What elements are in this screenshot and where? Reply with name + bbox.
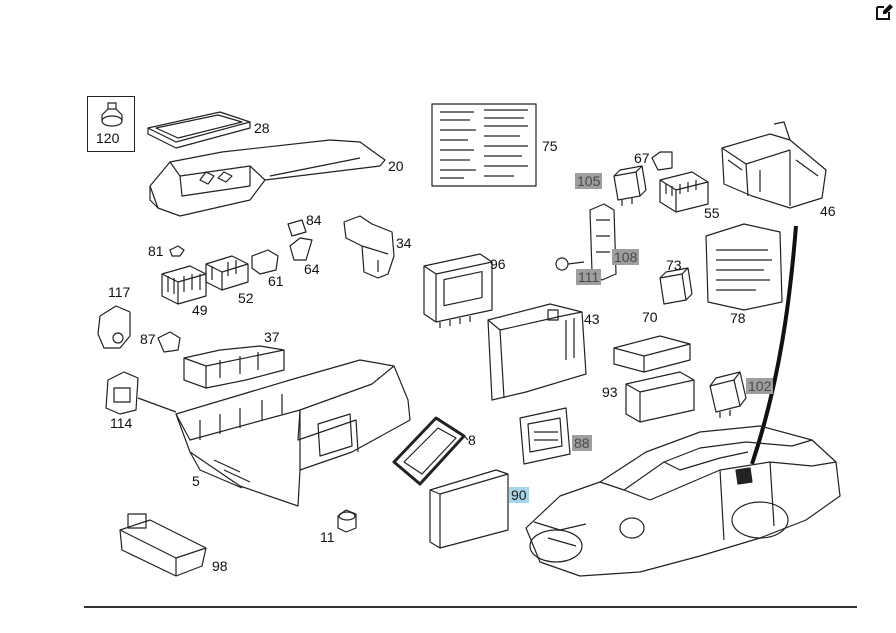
part-8-gasket[interactable] — [392, 416, 469, 486]
connector-46-car — [750, 225, 798, 465]
part-49-fuse-block[interactable] — [161, 265, 207, 305]
part-43-bracket[interactable] — [487, 303, 587, 401]
part-20-upper-box[interactable] — [149, 139, 386, 217]
callout-120: 120 — [96, 130, 120, 146]
part-78-label[interactable] — [705, 223, 783, 311]
part-75-document[interactable] — [431, 103, 537, 187]
part-111-screw[interactable] — [555, 257, 585, 271]
callout-11: 11 — [320, 529, 335, 545]
callout-28: 28 — [254, 120, 270, 136]
part-105-relay[interactable] — [613, 165, 647, 206]
part-96-control-unit[interactable] — [423, 253, 493, 328]
callout-20: 20 — [388, 158, 404, 174]
part-28-lid[interactable] — [147, 111, 251, 149]
part-11-nut[interactable] — [337, 509, 357, 533]
part-64-connector[interactable] — [289, 237, 313, 261]
callout-73: 73 — [666, 257, 682, 273]
callout-55: 55 — [704, 205, 720, 221]
part-52-fuse-block[interactable] — [205, 255, 249, 291]
callout-90[interactable]: 90 — [509, 487, 529, 503]
part-55-block[interactable] — [659, 171, 709, 213]
callout-8: 8 — [468, 432, 476, 448]
part-98-tray[interactable] — [119, 513, 207, 577]
callout-81: 81 — [148, 243, 164, 259]
callout-117: 117 — [108, 284, 131, 300]
part-90-cover[interactable] — [429, 469, 509, 549]
callout-87: 87 — [140, 331, 156, 347]
part-120-nut-icon — [101, 102, 123, 127]
callout-75: 75 — [542, 138, 558, 154]
callout-37: 37 — [264, 329, 280, 345]
callout-61: 61 — [268, 273, 284, 289]
part-5-main-box[interactable] — [175, 359, 411, 507]
callout-64: 64 — [304, 261, 320, 277]
callout-52: 52 — [238, 290, 254, 306]
part-34-bracket[interactable] — [343, 215, 395, 279]
callout-93: 93 — [602, 384, 618, 400]
vehicle-illustration — [525, 425, 841, 577]
callout-49: 49 — [192, 302, 208, 318]
part-61-connector[interactable] — [251, 249, 279, 275]
part-70-module[interactable] — [613, 335, 691, 373]
callout-34: 34 — [396, 235, 412, 251]
part-81-clip[interactable] — [169, 245, 185, 257]
edit-icon[interactable] — [874, 2, 894, 22]
part-88-module[interactable] — [519, 407, 571, 465]
part-114-holder[interactable] — [105, 371, 177, 415]
part-73-relay[interactable] — [659, 267, 693, 305]
callout-108[interactable]: 108 — [612, 249, 640, 265]
part-84-connector[interactable] — [287, 219, 307, 237]
callout-84: 84 — [306, 212, 322, 228]
callout-111[interactable]: 111 — [576, 269, 602, 285]
callout-88[interactable]: 88 — [572, 435, 592, 451]
callout-5: 5 — [192, 473, 200, 489]
callout-114: 114 — [110, 415, 133, 431]
callout-96: 96 — [490, 256, 506, 272]
part-117-holder[interactable] — [97, 305, 131, 349]
callout-70: 70 — [642, 309, 658, 325]
callout-78: 78 — [730, 310, 746, 326]
part-87-clip[interactable] — [157, 331, 181, 353]
part-93-module[interactable] — [625, 371, 695, 423]
callout-98: 98 — [212, 558, 228, 574]
part-37-cover[interactable] — [183, 345, 285, 389]
part-46-carrier[interactable] — [721, 121, 827, 209]
part-102-relay[interactable] — [709, 371, 747, 418]
callout-105[interactable]: 105 — [575, 173, 603, 189]
callout-102[interactable]: 102 — [746, 378, 774, 394]
callout-43: 43 — [584, 311, 600, 327]
callout-46: 46 — [820, 203, 836, 219]
part-120-box — [87, 96, 135, 152]
callout-67: 67 — [634, 150, 650, 166]
bottom-divider — [84, 606, 857, 608]
part-67-clip[interactable] — [651, 151, 673, 171]
